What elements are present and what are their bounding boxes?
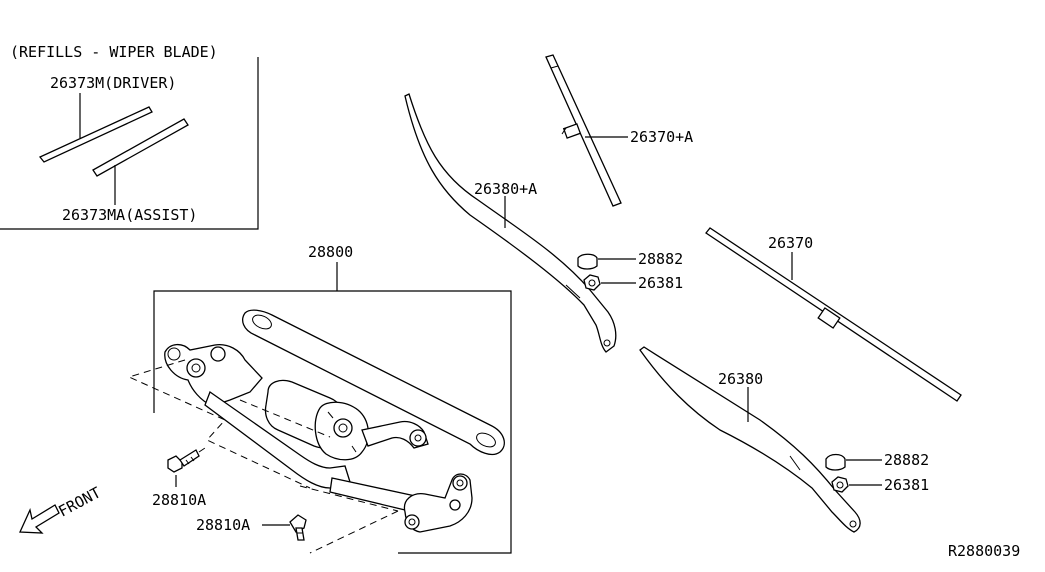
label-front: FRONT xyxy=(55,483,103,520)
pivot-nut-lower: 26381 xyxy=(831,476,929,494)
pivot-nut-upper: 26381 xyxy=(583,274,683,292)
refills-box: (REFILLS - WIPER BLADE) 26373M(DRIVER) 2… xyxy=(0,43,259,230)
label-blade-upper: 26370+A xyxy=(630,128,693,146)
wiper-blade-upper: 26370+A xyxy=(545,54,693,207)
mounting-outline xyxy=(127,359,399,554)
label-cap-lower: 28882 xyxy=(884,451,929,469)
label-cap-upper: 28882 xyxy=(638,250,683,268)
mounting-bolt-right: 28810A xyxy=(196,514,307,541)
diagram-code: R2880039 xyxy=(948,542,1020,560)
label-bolt-right: 28810A xyxy=(196,516,250,534)
pivot-cap-upper: 28882 xyxy=(577,250,683,270)
label-nut-lower: 26381 xyxy=(884,476,929,494)
wiper-arm-upper: 26380+A xyxy=(404,93,617,353)
wiper-motor xyxy=(264,379,429,461)
left-pivot-bracket xyxy=(164,343,263,407)
label-refill-driver: 26373M(DRIVER) xyxy=(50,74,176,92)
label-refill-assist: 26373MA(ASSIST) xyxy=(62,206,197,224)
mounting-bolt-left: 28810A xyxy=(152,445,209,509)
label-nut-upper: 26381 xyxy=(638,274,683,292)
front-direction-arrow: FRONT xyxy=(19,483,104,534)
label-arm-lower: 26380 xyxy=(718,370,763,388)
refill-strip-driver xyxy=(38,93,153,163)
label-arm-upper: 26380+A xyxy=(474,180,537,198)
refills-title: (REFILLS - WIPER BLADE) xyxy=(10,43,218,61)
label-blade-lower: 26370 xyxy=(768,234,813,252)
refill-strip-assist xyxy=(92,118,189,205)
right-pivot-bracket xyxy=(403,473,473,533)
wiper-arm-lower: 26380 xyxy=(639,346,861,533)
label-bolt-left: 28810A xyxy=(152,491,206,509)
motor-linkage-assembly: 28800 xyxy=(127,243,512,554)
label-motor-linkage: 28800 xyxy=(308,243,353,261)
wiper-blade-lower: 26370 xyxy=(705,227,962,402)
connecting-rod xyxy=(242,309,505,456)
pivot-cap-lower: 28882 xyxy=(825,451,929,471)
